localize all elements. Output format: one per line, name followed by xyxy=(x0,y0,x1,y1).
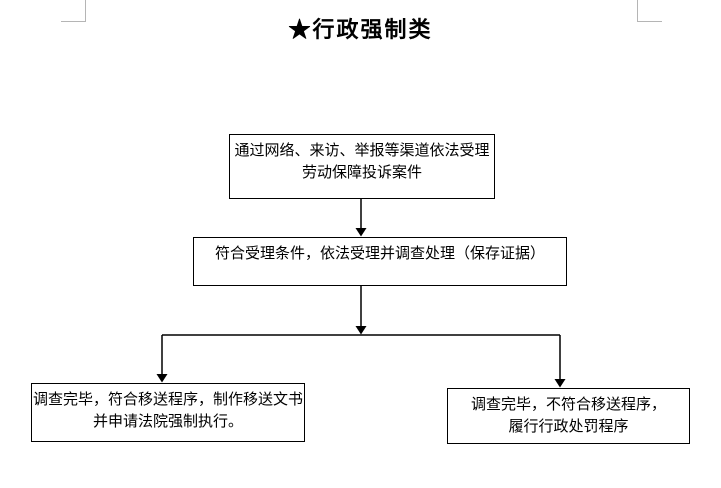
connector-branch-to-transfer xyxy=(156,335,168,383)
arrowhead-down-icon xyxy=(355,228,367,237)
flow-box-accept-and-investigate: 符合受理条件，依法受理并调查处理（保存证据） xyxy=(193,237,567,286)
flow-box-transfer-to-court: 调查完毕，符合移送程序，制作移送文书 并申请法院强制执行。 xyxy=(31,383,305,442)
arrowhead-down-icon xyxy=(554,379,566,388)
flow-box-administrative-penalty: 调查完毕，不符合移送程序， 履行行政处罚程序 xyxy=(447,388,690,444)
flow-box-text-line: 并申请法院强制执行。 xyxy=(92,413,243,430)
flow-box-text-line: 符合受理条件，依法受理并调查处理（保存证据） xyxy=(214,245,545,262)
connector-intake-to-accept xyxy=(355,198,367,237)
flow-box-text-line: 调查完毕，不符合移送程序， xyxy=(470,396,666,413)
page-margin-mark-top-left xyxy=(61,0,86,22)
flow-box-text-line: 通过网络、来访、举报等渠道依法受理 xyxy=(234,142,490,159)
connector-branch-to-penalty xyxy=(554,335,566,388)
page-margin-mark-top-right xyxy=(637,0,662,22)
arrowhead-down-icon xyxy=(355,326,367,335)
flow-box-text-line: 劳动保障投诉案件 xyxy=(301,164,422,181)
connector-accept-to-branch xyxy=(355,286,367,335)
arrowhead-down-icon xyxy=(156,374,168,383)
flow-box-text-line: 履行行政处罚程序 xyxy=(508,418,629,435)
page-title: ★行政强制类 xyxy=(288,17,433,42)
flow-box-text-line: 调查完毕，符合移送程序，制作移送文书 xyxy=(32,391,303,408)
flow-box-complaint-intake: 通过网络、来访、举报等渠道依法受理 劳动保障投诉案件 xyxy=(229,134,495,199)
